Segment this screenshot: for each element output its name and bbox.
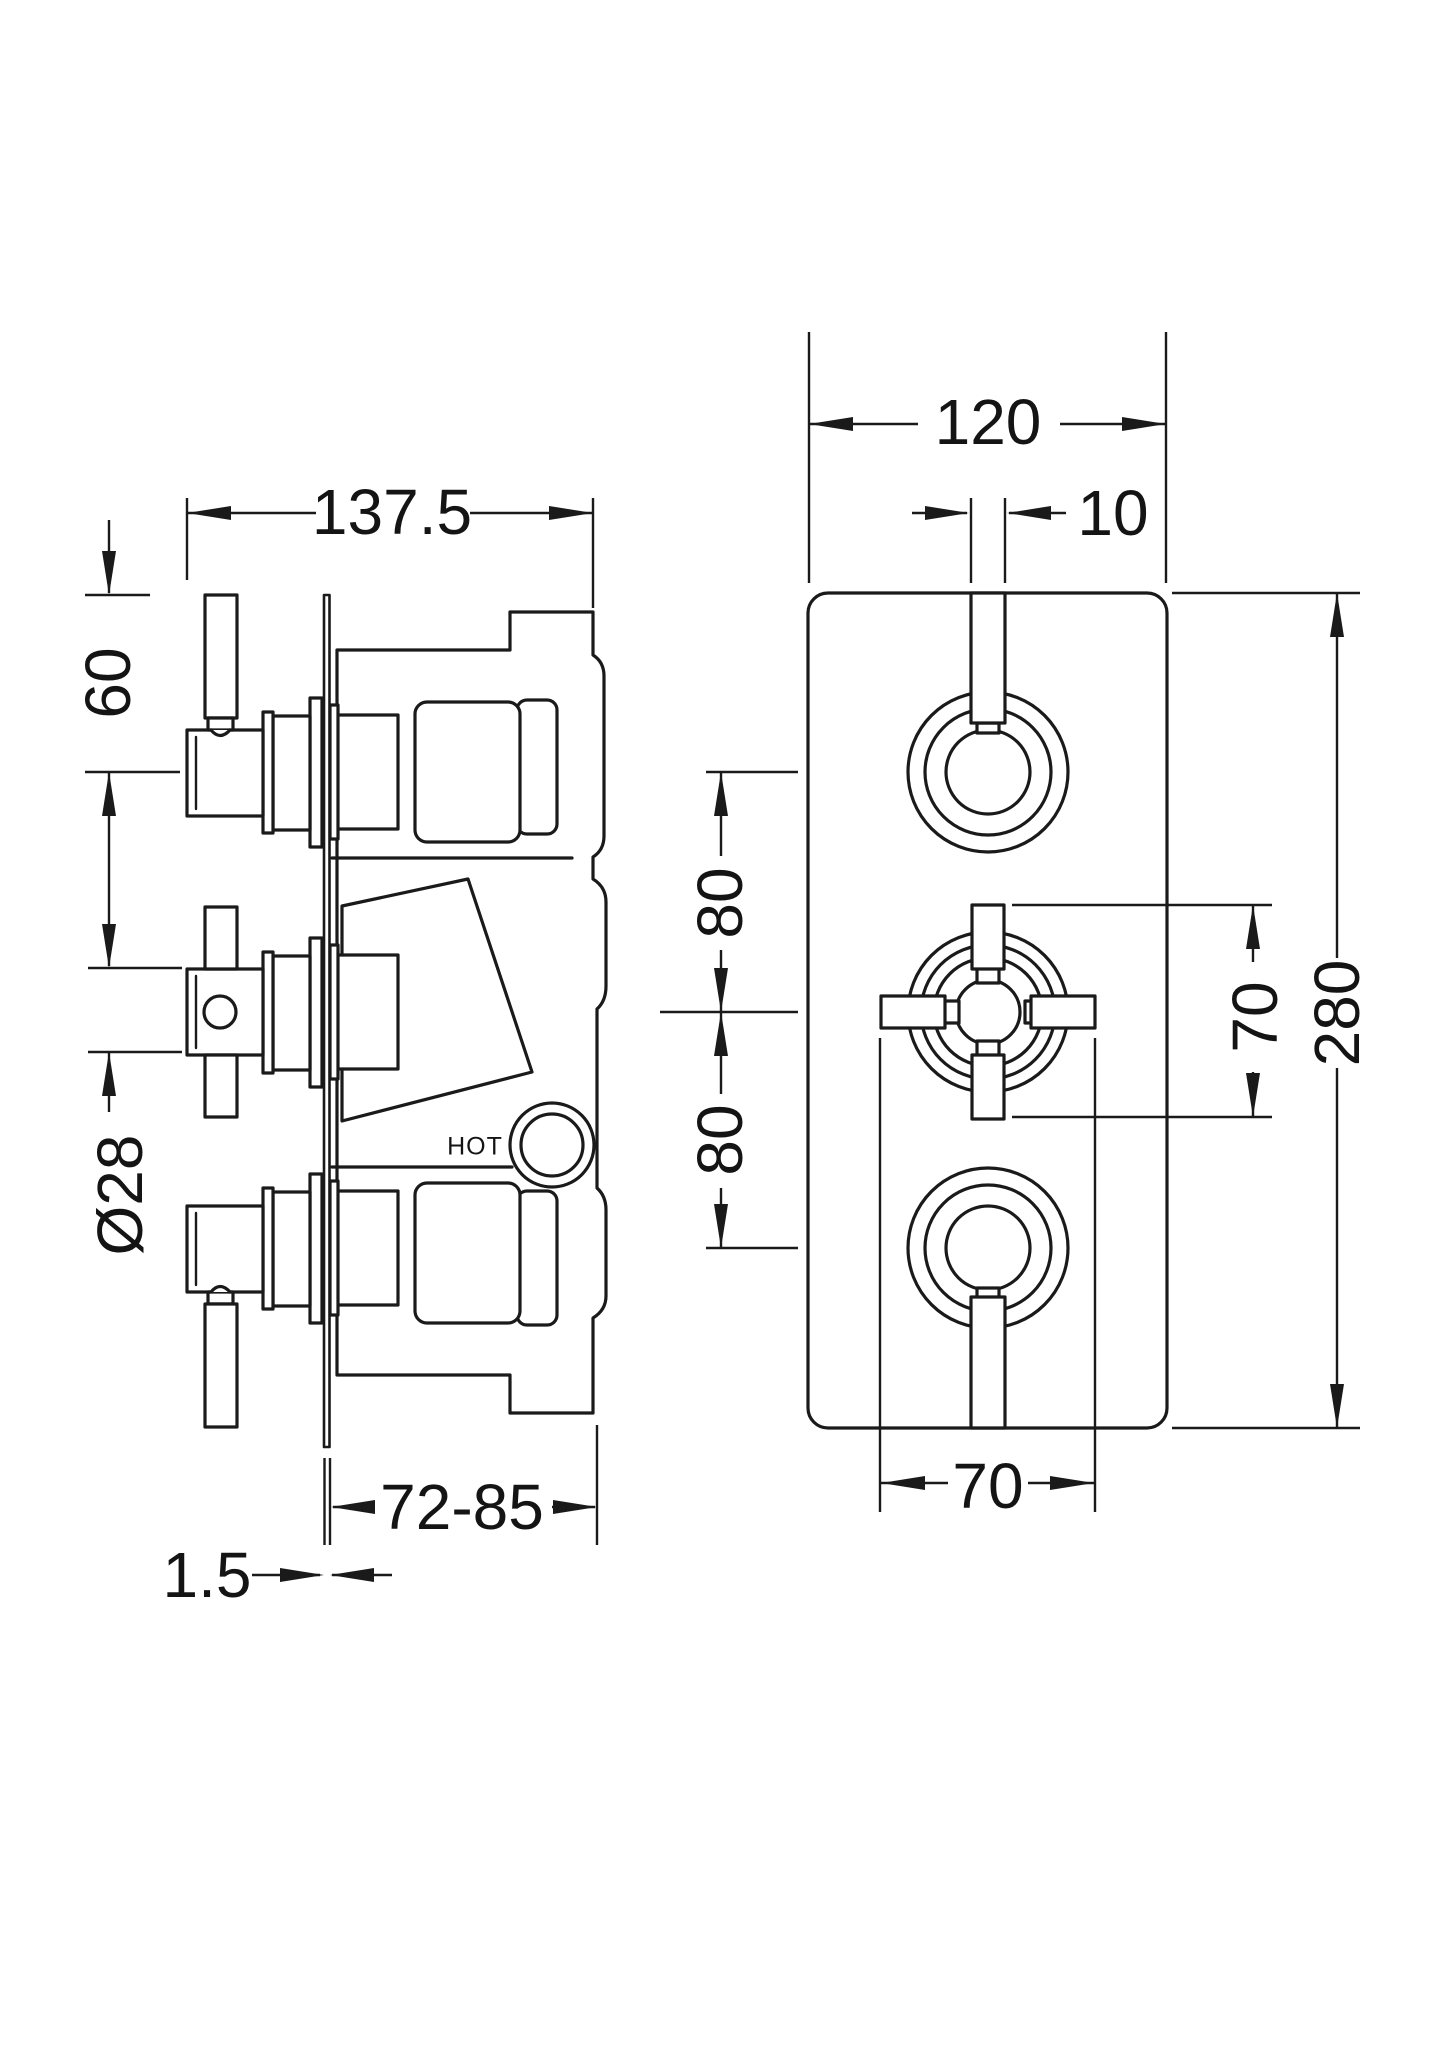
dim-bottom-span-label: 70 [952, 1450, 1024, 1522]
dim-plate-thickness-label: 1.5 [162, 1539, 252, 1611]
wall-plate-side [322, 593, 331, 1449]
dim-depth-range-label: 72-85 [380, 1471, 544, 1543]
top-knob-lever [969, 591, 1007, 725]
bottom-handle-side [185, 1172, 324, 1429]
middle-cross-handle-side [185, 905, 324, 1119]
escutcheon [328, 943, 340, 1081]
cross-arm-up [970, 903, 1006, 971]
escutcheon [328, 1179, 340, 1317]
side-view-linework [185, 593, 608, 1449]
hot-port-label: HOT [447, 1132, 503, 1161]
front-view-linework [806, 591, 1169, 1430]
bottom-knob [906, 1166, 1070, 1430]
cross-arm-up [203, 905, 239, 971]
handle-body [185, 728, 265, 818]
dimension-arrowheads [102, 417, 1344, 1582]
cross-arm-right [1029, 994, 1097, 1030]
dim-upper-spacing-label: 80 [684, 867, 756, 939]
cross-pivot [202, 994, 238, 1030]
upper-cartridge [413, 700, 522, 844]
lower-cartridge [413, 1181, 522, 1325]
dim-lower-spacing-label: 80 [684, 1104, 756, 1176]
bottom-knob-lever [969, 1295, 1007, 1430]
bottom-lever [203, 1302, 239, 1429]
cross-arm-left [879, 994, 947, 1030]
dim-cross-span-label: 70 [1219, 981, 1291, 1053]
dim-lever-height-label: 60 [72, 647, 144, 719]
handle-body [185, 1204, 265, 1294]
valve-spindle-back [335, 1189, 400, 1307]
valve-spindle-back [335, 953, 400, 1071]
cross-arm-down [203, 1053, 239, 1119]
cross-arm-down [970, 1053, 1006, 1121]
dim-plate-height-label: 280 [1301, 959, 1373, 1067]
middle-knob [879, 903, 1097, 1121]
top-lever [203, 593, 239, 720]
upper-cartridge [515, 698, 559, 836]
valve-spindle-back [335, 713, 400, 831]
top-knob [906, 591, 1070, 854]
lower-cartridge [515, 1189, 559, 1327]
escutcheon [328, 703, 340, 841]
dim-stem-width-label: 10 [1077, 477, 1149, 549]
dim-plate-width-label: 120 [934, 386, 1042, 458]
top-handle-side [185, 593, 324, 849]
dim-handle-diameter-label: Ø28 [84, 1134, 156, 1256]
dimension-lines [85, 332, 1360, 1577]
dim-overall-width-label: 137.5 [311, 476, 473, 548]
hot-inlet-port [519, 1112, 585, 1178]
